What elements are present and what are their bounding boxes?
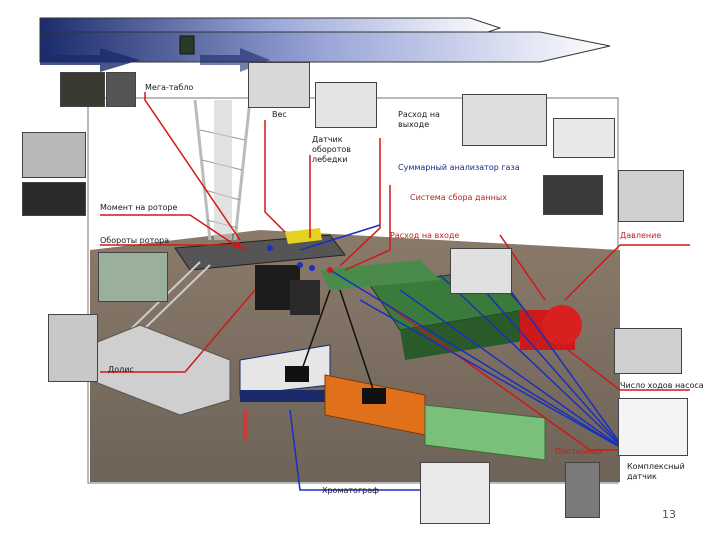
outflow-photo <box>462 94 547 146</box>
inflow-photo <box>450 248 512 294</box>
label-davlenie: Давление <box>620 231 661 241</box>
label-rashod-vhod: Расход на входе <box>390 231 459 241</box>
pipe-leg <box>243 410 247 440</box>
mega-tablo-photo-1 <box>60 72 105 107</box>
chromatograph-photo <box>420 462 490 524</box>
label-hromatograf: Хроматограф <box>322 486 379 496</box>
label-datchik-oborotov: Датчик оборотов лебедки <box>312 135 351 165</box>
dolis-photo <box>48 314 98 382</box>
drilling-rig <box>195 100 250 240</box>
red-pump <box>520 305 582 350</box>
label-ves: Вес <box>272 110 287 120</box>
laptop-1-icon <box>285 366 309 382</box>
data-system-photo <box>543 175 603 215</box>
page-number: 13 <box>662 508 676 521</box>
label-summarny-analizator: Суммарный анализатор газа <box>398 163 520 173</box>
label-rashod-vyhod: Расход на выходе <box>398 110 440 130</box>
label-kompleksny-datchik: Комплексный датчик <box>627 462 685 482</box>
label-plotnomer: Плотномер <box>555 447 602 457</box>
rotor-speed-photo <box>98 252 168 302</box>
label-moment-rotor: Момент на роторе <box>100 203 177 213</box>
complex-sensor-photo <box>618 398 688 456</box>
winch-sensor-photo <box>315 82 377 128</box>
arrow-center-icon <box>180 36 194 54</box>
label-chislo-hodov: Число ходов насоса <box>620 381 704 391</box>
gas-analyzer-photo <box>553 118 615 158</box>
densitometer-photo <box>565 462 600 518</box>
label-dolis: Долис <box>108 365 134 375</box>
torque-photo-1 <box>22 132 86 178</box>
pump-stroke-photo <box>614 328 682 374</box>
weight-sensor-photo <box>248 62 310 108</box>
label-mega-tablo: Мега-табло <box>145 83 193 93</box>
label-oboroty-rotora: Обороты ротора <box>100 236 169 246</box>
label-sistema-sbora: Система сбора данных <box>410 193 507 203</box>
mega-tablo-photo-2 <box>106 72 136 107</box>
torque-photo-2 <box>22 182 86 216</box>
pressure-photo <box>618 170 684 222</box>
